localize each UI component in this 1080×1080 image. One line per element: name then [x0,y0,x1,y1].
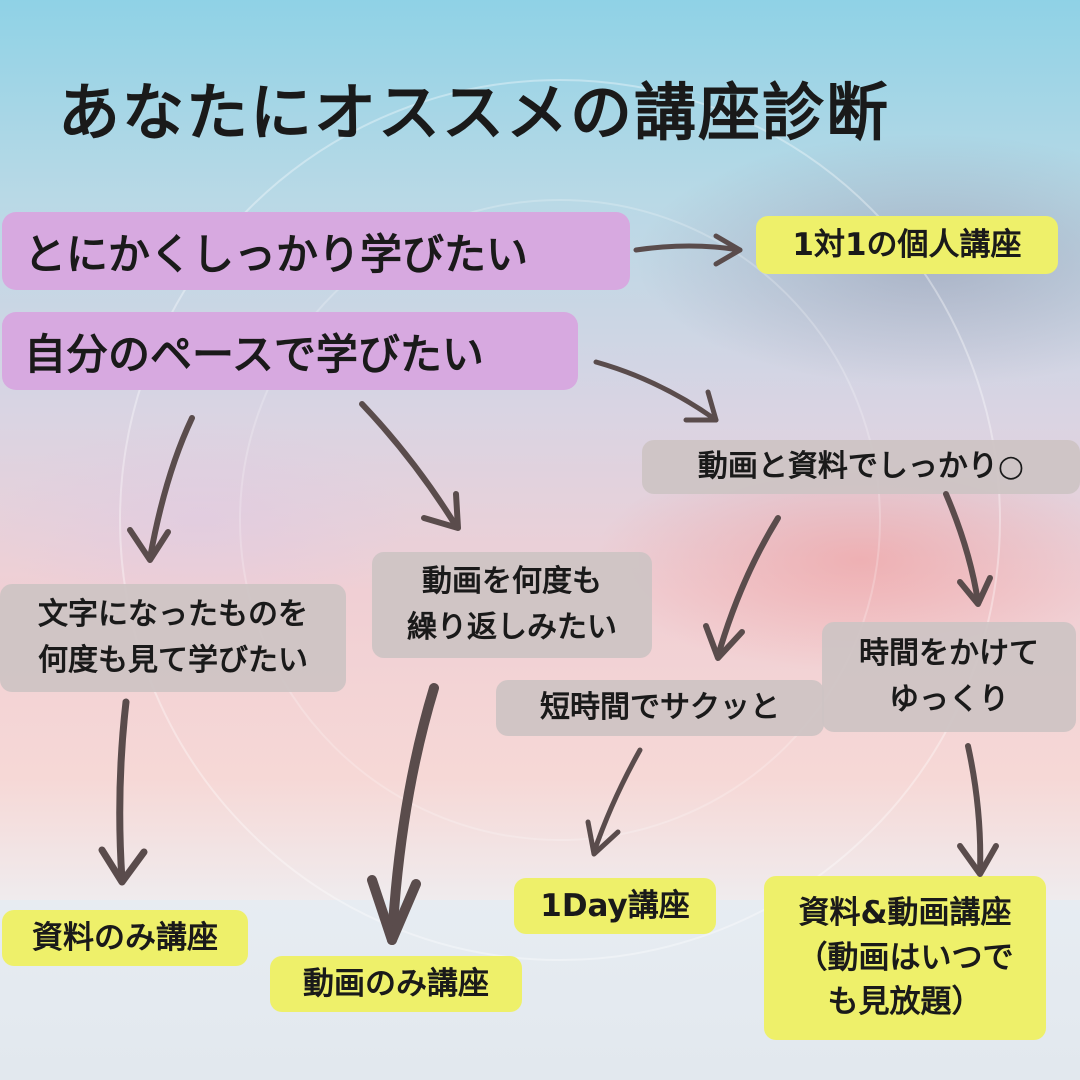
arrow-videodocs-to-short [703,515,781,661]
start-thorough: とにかくしっかり学びたい [2,212,630,290]
arrow-videodocs-to-slow [943,491,993,607]
result-one-day: 1Day講座 [514,878,716,934]
start-own-pace: 自分のペースで学びたい [2,312,578,390]
result-video-only: 動画のみ講座 [270,956,522,1012]
arrow-ownpace-to-videodocs [593,359,719,423]
arrow-text-to-docsonly [98,698,148,886]
arrow-short-to-oneday [585,747,643,857]
question-text: 文字になったものを 何度も見て学びたい [0,584,346,692]
question-video-docs: 動画と資料でしっかり○ [642,440,1080,494]
result-personal: 1対1の個人講座 [756,216,1058,274]
arrow-videorepeat-to-videoonly [367,683,439,945]
result-docs-only: 資料のみ講座 [2,910,248,966]
question-video-repeat: 動画を何度も 繰り返しみたい [372,552,652,658]
arrow-thorough-to-personal [633,233,743,267]
arrow-ownpace-to-videorepeat [359,401,461,531]
arrow-ownpace-to-text [127,415,195,563]
result-docs-video: 資料&動画講座 （動画はいつで も見放題） [764,876,1046,1040]
question-slow: 時間をかけて ゆっくり [822,622,1076,732]
arrow-slow-to-docsvideo [957,743,999,877]
question-short: 短時間でサクッと [496,680,824,736]
page-title: あなたにオススメの講座診断 [58,76,891,149]
